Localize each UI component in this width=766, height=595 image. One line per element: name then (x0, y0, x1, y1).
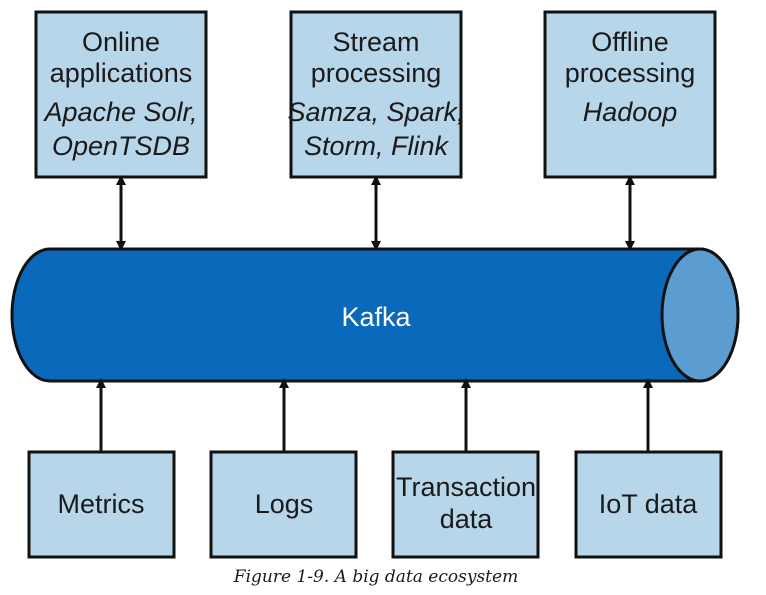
consumer-box (543, 10, 717, 179)
producer-title-line: IoT data (599, 489, 699, 519)
producer-box (27, 450, 176, 559)
figure-caption: Figure 1-9. A big data ecosystem (233, 567, 518, 587)
consumer-title-line: Stream (332, 27, 419, 57)
producer-logs: Logs (209, 450, 358, 559)
consumer-stream-processing: Stream processing Samza, Spark, Storm, F… (287, 10, 465, 179)
producer-transaction-data: Transaction data (391, 450, 540, 559)
producer-title-line: Metrics (58, 489, 145, 519)
consumer-example-line: Storm, Flink (304, 131, 450, 161)
producer-iot-data: IoT data (574, 450, 723, 559)
producer-metrics: Metrics (27, 450, 176, 559)
producer-box (391, 450, 540, 559)
consumer-title-line: processing (565, 58, 696, 88)
consumer-title-line: applications (50, 58, 193, 88)
kafka-bus-end (660, 247, 740, 383)
consumer-example-line: Hadoop (583, 97, 678, 127)
producer-box (574, 450, 723, 559)
kafka-label: Kafka (341, 302, 411, 332)
consumer-example-line: Samza, Spark, (287, 97, 464, 127)
consumer-example-line: OpenTSDB (52, 131, 190, 161)
consumer-title-line: processing (311, 58, 442, 88)
kafka-bus: Kafka (10, 247, 740, 383)
producer-title-line: Transaction (396, 472, 536, 502)
consumer-online-applications: Online applications Apache Solr, OpenTSD… (34, 10, 208, 179)
producer-title-line: data (440, 504, 494, 534)
consumer-example-line: Apache Solr, (42, 97, 197, 127)
consumer-box (34, 10, 208, 179)
consumer-offline-processing: Offline processing Hadoop (543, 10, 717, 179)
consumer-title-line: Online (82, 27, 160, 57)
producer-title-line: Logs (255, 489, 314, 519)
consumer-title-line: Offline (591, 27, 669, 57)
producer-box (209, 450, 358, 559)
